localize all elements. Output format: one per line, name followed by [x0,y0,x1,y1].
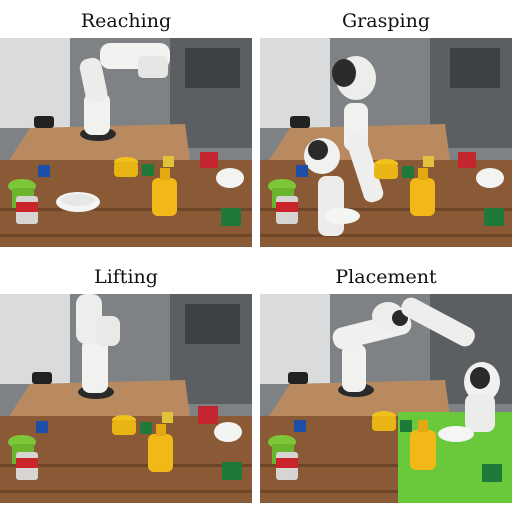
scene-photo [260,294,512,503]
scene-photo [0,38,252,247]
mustard-bottle [410,430,436,470]
panel-lifting: Lifting [0,256,252,512]
robot-arm [82,339,108,393]
panel-title: Lifting [94,266,158,288]
robot-arm [84,93,110,135]
robot-arm [342,344,366,392]
panel-title: Grasping [342,10,430,32]
yellow-cup [114,162,138,177]
panel-title: Placement [335,266,437,288]
panel-placement: Placement [260,256,512,512]
panel-reaching: Reaching [0,0,252,256]
gripper [318,176,344,236]
red-cube [200,152,218,168]
panel-grasping: Grasping [260,0,512,256]
scene-photo [260,38,512,247]
panel-title: Reaching [80,10,172,32]
mustard-bottle [152,178,177,216]
wall [0,38,70,128]
scene-photo [0,294,252,503]
counter [8,124,190,162]
green-cube [221,208,241,226]
gripper [465,394,495,432]
